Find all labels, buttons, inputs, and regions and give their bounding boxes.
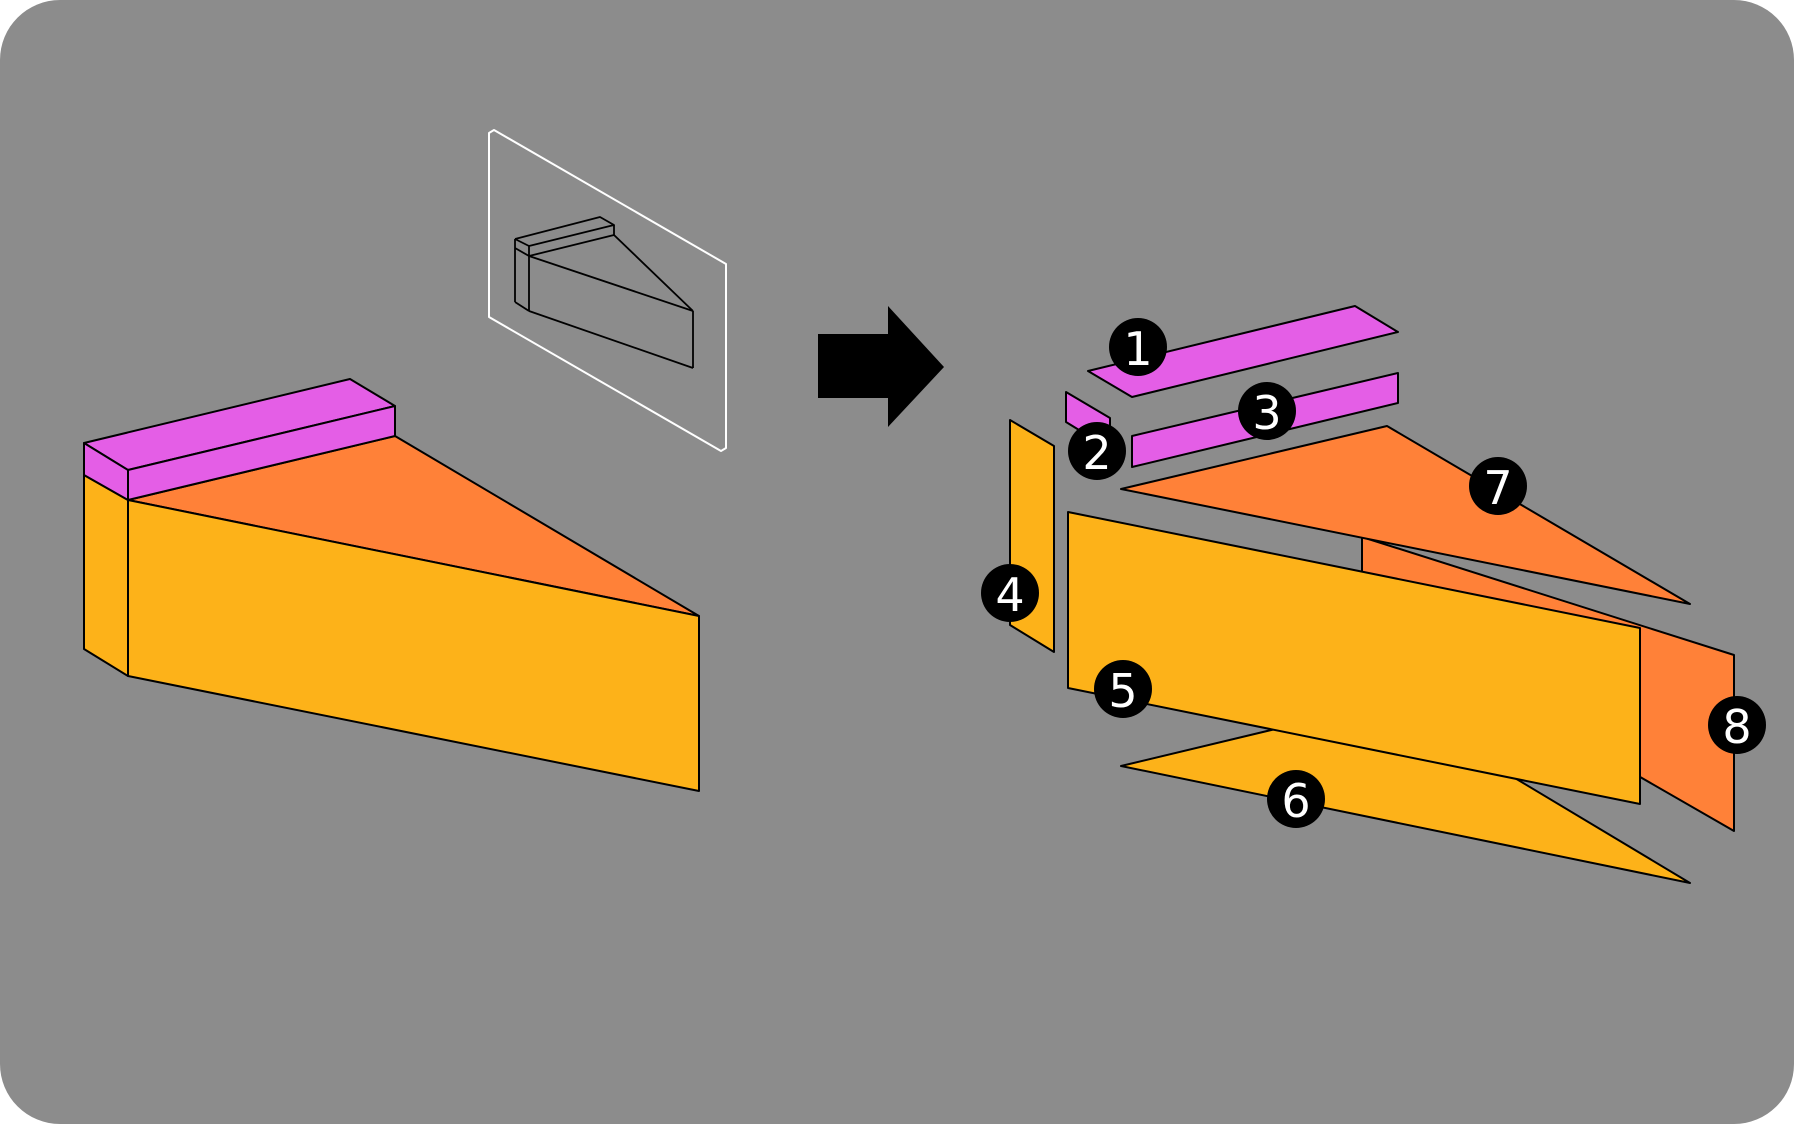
assembled-wedge-model [83,378,700,792]
part-label-3: 3 [1252,386,1281,440]
part-badge-4: 4 [981,564,1039,622]
part-label-1: 1 [1123,322,1152,376]
part-badge-1: 1 [1109,318,1167,376]
part-label-2: 2 [1082,426,1111,480]
assembled-back-end-face [83,474,129,677]
part-7-top-triangle-face [1120,425,1691,605]
part-label-7: 7 [1483,461,1512,515]
part-label-5: 5 [1108,664,1137,718]
part-badge-8: 8 [1708,696,1766,754]
part-badge-6: 6 [1267,770,1325,828]
part-badge-3: 3 [1238,382,1296,440]
right-arrow-icon [818,306,944,427]
part-label-6: 6 [1281,774,1310,828]
reference-view [488,129,727,452]
part-5-long-side-face [1067,511,1641,805]
assembled-strip-side-face [127,405,396,501]
reference-plane-frame [488,129,727,452]
part-badge-2: 2 [1068,422,1126,480]
wireframe-wedge [514,216,694,369]
part-badge-7: 7 [1469,457,1527,515]
part-badges: 1 2 3 4 5 6 7 8 [981,318,1766,828]
part-badge-5: 5 [1094,660,1152,718]
assembled-long-side-face [127,499,700,792]
part-1-strip-top-face [1087,305,1399,398]
part-label-8: 8 [1722,700,1751,754]
part-6-bottom-triangle-face [1120,701,1691,884]
part-label-4: 4 [995,568,1024,622]
